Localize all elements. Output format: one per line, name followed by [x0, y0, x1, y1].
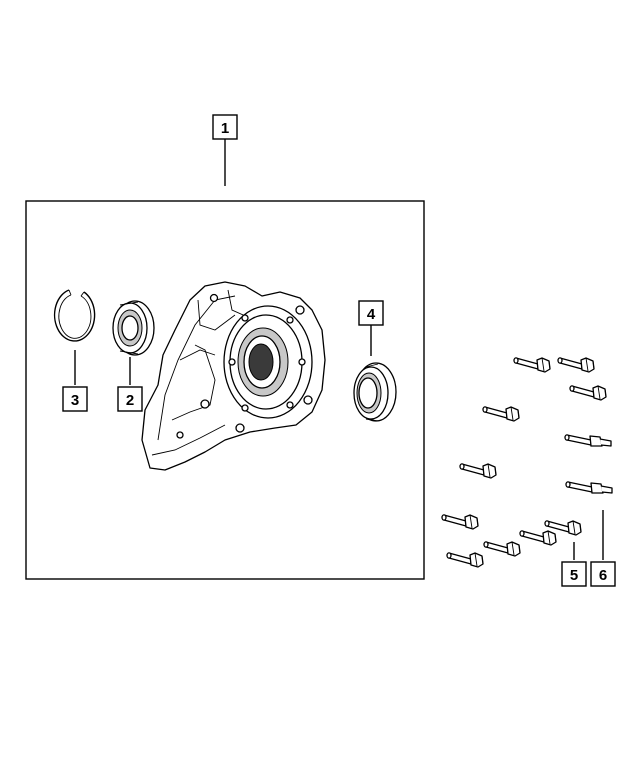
bolt-icon: [557, 357, 595, 373]
bearing-icon: [112, 300, 155, 356]
stud-group: [564, 434, 613, 494]
bolt-icon: [446, 552, 484, 568]
oil-pump-housing-icon: [141, 281, 326, 471]
callout-4[interactable]: 4: [358, 300, 384, 356]
snap-ring-icon: [53, 289, 96, 342]
assembly-frame: [25, 200, 425, 580]
callout-5[interactable]: 5: [561, 542, 587, 587]
stud-bolt-icon: [565, 481, 613, 494]
bolt-icon: [441, 514, 479, 530]
oil-seal-icon: [353, 362, 397, 422]
bolt-group: [441, 357, 607, 568]
callout-2-label: 2: [126, 392, 134, 409]
callout-3[interactable]: 3: [62, 350, 88, 412]
callout-5-label: 5: [570, 567, 578, 584]
callout-4-label: 4: [367, 306, 376, 323]
bolt-icon: [459, 463, 497, 479]
bolt-icon: [544, 520, 582, 536]
bolt-icon: [483, 541, 521, 557]
bolt-icon: [519, 530, 557, 546]
bolt-icon: [513, 357, 551, 373]
callout-2[interactable]: 2: [117, 357, 143, 412]
callout-6-label: 6: [599, 567, 607, 584]
bolt-icon: [482, 406, 520, 422]
callout-1-label: 1: [221, 120, 229, 137]
callout-6[interactable]: 6: [590, 510, 616, 587]
callout-3-label: 3: [71, 392, 79, 409]
callout-1[interactable]: 1: [212, 114, 238, 186]
stud-bolt-icon: [564, 434, 612, 447]
bolt-icon: [569, 385, 607, 401]
